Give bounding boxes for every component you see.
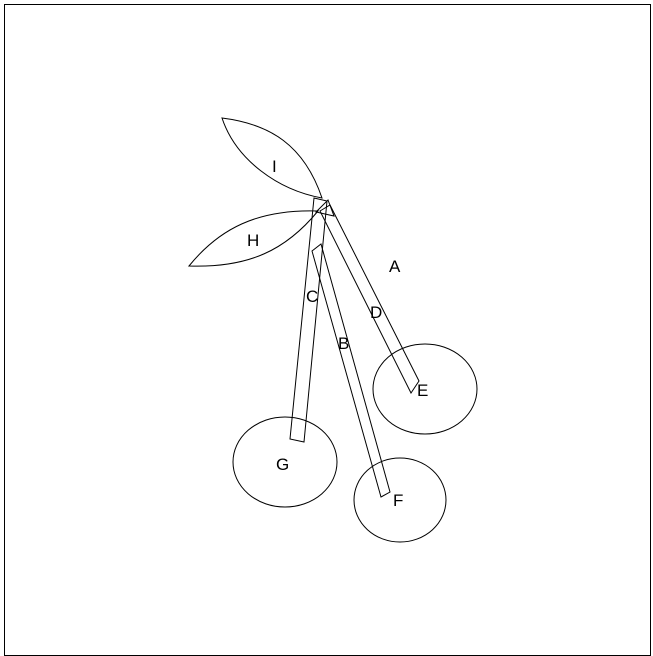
label-h: H: [247, 231, 259, 250]
label-e: E: [417, 381, 428, 400]
label-f: F: [393, 491, 403, 510]
label-b: B: [338, 334, 349, 353]
label-i: I: [272, 157, 277, 176]
cherry-g: [232, 416, 338, 508]
stem-junction-mark: [315, 199, 335, 217]
stem-b: [311, 243, 391, 498]
label-c: C: [306, 287, 318, 306]
leaf-i: [221, 117, 323, 199]
stem-a-d: [319, 204, 420, 394]
diagram-frame: [4, 4, 651, 656]
leaf-h: [187, 210, 320, 267]
label-g: G: [276, 455, 289, 474]
label-d: D: [370, 303, 382, 322]
label-a: A: [389, 257, 401, 276]
cherry-f: [353, 457, 447, 543]
cherry-e: [372, 343, 478, 435]
stem-c: [289, 197, 328, 443]
